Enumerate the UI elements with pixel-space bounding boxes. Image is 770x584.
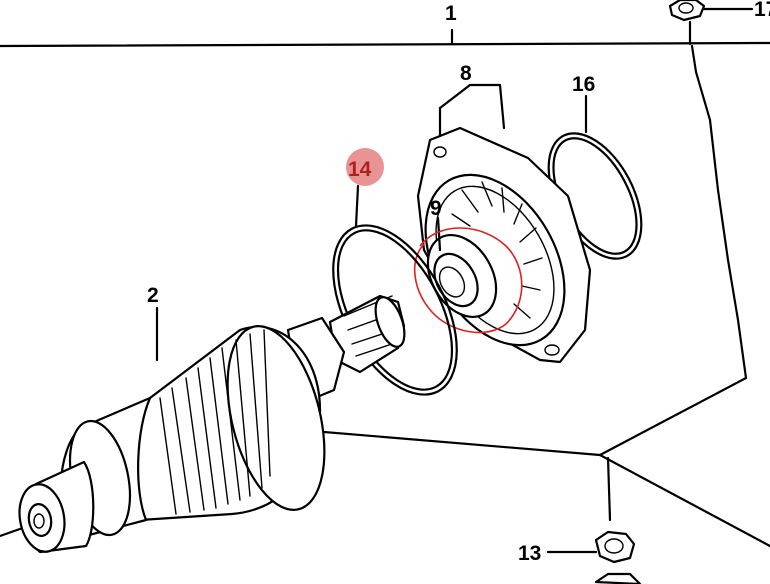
annotation-circle [413, 227, 523, 334]
label-part-16[interactable]: 16 [572, 73, 595, 96]
nut-part-17 [668, 0, 754, 46]
label-part-1[interactable]: 1 [445, 2, 457, 25]
armature-part-2 [18, 294, 406, 554]
nut-part-13 [546, 530, 642, 584]
highlight-dot-part-14 [346, 148, 384, 186]
label-part-8[interactable]: 8 [460, 62, 472, 85]
label-part-2[interactable]: 2 [147, 284, 159, 307]
leader-part-9 [436, 216, 442, 252]
label-part-9[interactable]: 9 [430, 197, 442, 220]
end-cover-part-8 [416, 83, 592, 364]
bracket-part-1 [0, 28, 770, 48]
label-part-14[interactable]: 14 [348, 158, 372, 181]
label-part-17[interactable]: 17 [754, 0, 770, 21]
label-part-13[interactable]: 13 [518, 542, 541, 565]
